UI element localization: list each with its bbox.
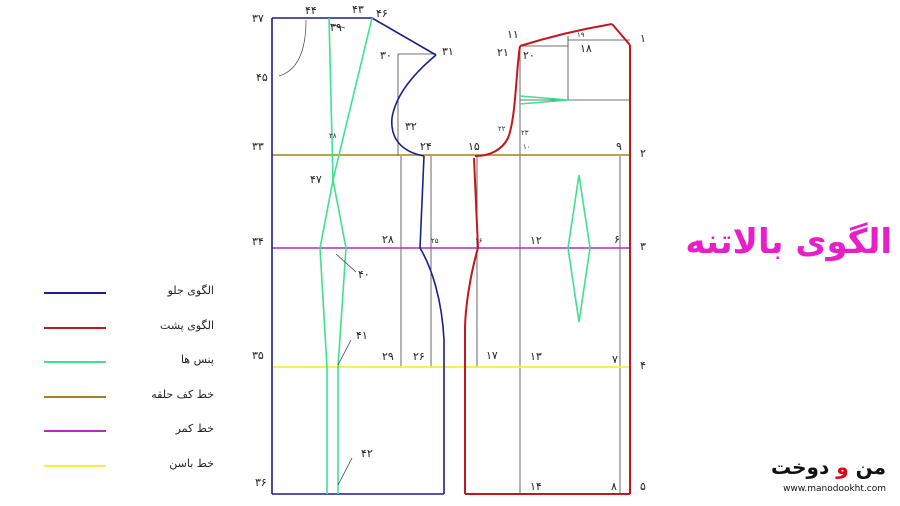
label-41: ۴۱: [356, 329, 368, 342]
label-40: ۴۰: [358, 268, 370, 281]
legend-item-waist-line: خط کمر: [44, 420, 234, 455]
leader-line: [337, 339, 352, 366]
legend-label: خط کمر: [175, 422, 214, 435]
label-32: ۳۲: [405, 120, 417, 133]
label-28: ۲۸: [382, 233, 394, 246]
label-42: ۴۲: [361, 447, 373, 460]
label-6: ۶: [614, 233, 620, 246]
back-waist-dart: [567, 174, 591, 323]
back-side-upper: [473, 157, 479, 249]
point-labels: ۳۷ ۴۴ ۴۳ ۴۶ ۳۹ ۴۵ ۳۰ ۳۱ ۳۲ ۳۸ ۳۳ ۲۴ ۴۷ ۳…: [252, 3, 646, 493]
back-shoulder-dart: [519, 95, 569, 105]
label-38: ۳۸: [329, 132, 337, 140]
legend-swatch: [44, 395, 106, 398]
front-shoulder-line: [371, 17, 437, 56]
label-20: ۲۰: [523, 49, 535, 62]
label-4: ۴: [640, 359, 646, 372]
label-5: ۵: [640, 480, 646, 493]
back-neck-curve: [519, 23, 613, 47]
label-36: ۳۶: [255, 476, 267, 489]
site-logo[interactable]: من و دوخت: [746, 455, 886, 479]
logo-text: من: [848, 455, 886, 479]
legend-swatch: [44, 361, 106, 363]
label-23: ۲۳: [521, 129, 529, 137]
leader-line: [329, 23, 346, 29]
legend-label: الگوی جلو: [167, 284, 214, 297]
legend-item-hip-line: خط باسن: [44, 455, 234, 490]
label-7: ۷: [612, 353, 618, 366]
label-21: ۲۱: [497, 46, 509, 59]
label-13: ۱۳: [530, 350, 542, 363]
website-link[interactable]: www.manodookht.com: [783, 484, 886, 494]
shoulder-dart-line: [328, 17, 334, 181]
back-side-lower: [464, 247, 479, 494]
label-1: ۱: [640, 32, 646, 45]
legend-label: خط کف حلقه: [151, 387, 214, 401]
label-12: ۱۲: [530, 234, 542, 247]
front-neck-curve: [278, 19, 307, 77]
label-33: ۳۳: [252, 140, 264, 153]
label-22: ۲۲: [498, 125, 506, 133]
label-8: ۸: [611, 480, 617, 493]
label-44: ۴۴: [305, 4, 317, 17]
front-waist-dart: [332, 179, 347, 494]
leader-line: [335, 253, 357, 273]
legend-label: الگوی پشت: [160, 318, 214, 332]
label-45: ۴۵: [256, 71, 268, 84]
legend-item-darts: پنس ها: [44, 351, 234, 386]
label-47: ۴۷: [310, 173, 322, 186]
label-2: ۲: [640, 147, 646, 160]
front-side-lower: [419, 247, 445, 494]
label-10: ۱۰: [523, 143, 531, 151]
label-26: ۲۶: [413, 350, 425, 363]
front-side-upper: [419, 155, 425, 249]
shoulder-dart-line: [332, 17, 373, 181]
back-pattern: [464, 23, 631, 495]
label-35: ۳۵: [252, 349, 264, 362]
label-34: ۳۴: [252, 235, 264, 248]
front-armhole-curve: [391, 54, 437, 157]
legend-item-armhole-line: خط کف حلقه: [44, 386, 234, 421]
label-24: ۲۴: [420, 140, 432, 153]
label-16: ۱۶: [475, 237, 483, 245]
legend-item-back: الگوی پشت: [44, 317, 234, 352]
front-waist-dart: [319, 179, 334, 494]
legend: الگوی جلو الگوی پشت پنس ها خط کف حلقه خط…: [44, 282, 234, 489]
label-43: ۴۳: [352, 3, 364, 16]
legend-swatch: [44, 430, 106, 432]
label-31: ۳۱: [442, 45, 454, 58]
diagram-title: الگوی بالاتنه: [685, 222, 892, 262]
label-18: ۱۸: [580, 42, 592, 55]
legend-swatch: [44, 464, 106, 467]
logo-text: دوخت: [770, 455, 837, 479]
label-14: ۱۴: [530, 480, 542, 493]
label-25: ۲۵: [431, 237, 439, 245]
legend-swatch: [44, 326, 106, 329]
label-9: ۹: [616, 140, 622, 153]
legend-label: خط باسن: [169, 456, 214, 470]
back-armhole-curve: [474, 45, 521, 157]
label-17: ۱۷: [486, 349, 498, 362]
back-shoulder-line: [611, 23, 631, 46]
legend-item-front: الگوی جلو: [44, 282, 234, 317]
leader-line: [337, 457, 353, 486]
logo-accent: و: [836, 455, 849, 479]
label-11: ۱۱: [507, 28, 519, 41]
legend-swatch: [44, 292, 106, 294]
label-39: ۳۹: [330, 21, 342, 34]
label-15: ۱۵: [468, 140, 480, 153]
label-37: ۳۷: [252, 12, 264, 25]
label-3: ۳: [640, 240, 646, 253]
legend-label: پنس ها: [180, 353, 214, 366]
label-30: ۳۰: [380, 49, 392, 62]
label-19: ۱۹: [577, 31, 585, 39]
front-pattern: [271, 17, 445, 495]
label-29: ۲۹: [382, 350, 394, 363]
darts: [319, 17, 591, 494]
label-46: ۴۶: [376, 7, 388, 20]
